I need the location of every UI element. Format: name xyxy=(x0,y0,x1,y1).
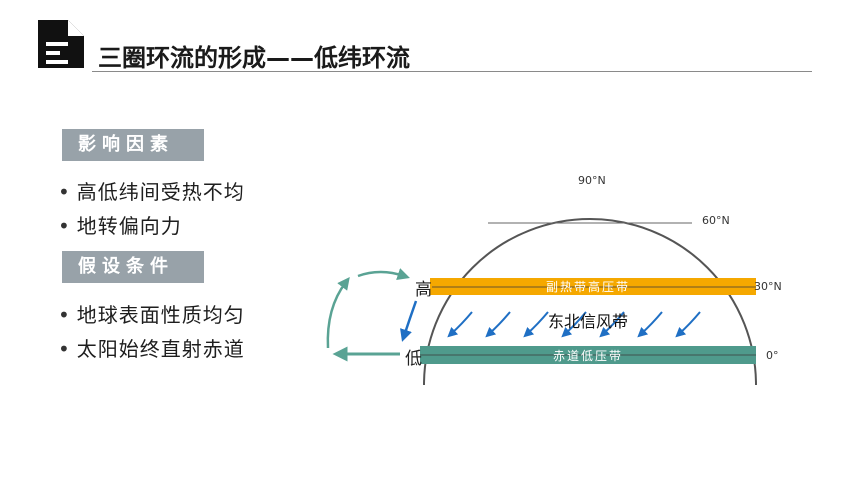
trade-wind-arrow xyxy=(637,311,663,338)
lat90-label: 90°N xyxy=(578,174,606,187)
header: 三圈环流的形成——低纬环流 xyxy=(0,0,860,80)
rising-air-arrow xyxy=(326,277,350,349)
low-label: 低 xyxy=(405,349,422,369)
trade-wind-label: 东北信风带 xyxy=(548,312,628,331)
trade-wind-arrow xyxy=(447,311,473,338)
high-pressure-band xyxy=(430,278,756,295)
title-divider xyxy=(92,71,812,72)
trade-wind-arrow xyxy=(523,311,549,338)
trade-wind-arrows xyxy=(447,311,701,338)
descending-air-arrow xyxy=(400,300,418,342)
trade-wind-arrow xyxy=(675,311,701,338)
high-label: 高 xyxy=(415,280,432,300)
upper-flow-arrow xyxy=(357,268,410,280)
high-pressure-band-label: 副热带高压带 xyxy=(546,279,630,294)
lat30-label: 30°N xyxy=(754,280,782,293)
bullet-item: 地球表面性质均匀 xyxy=(58,299,245,328)
bullet-item: 地转偏向力 xyxy=(58,210,182,239)
trade-wind-arrow xyxy=(561,311,587,338)
low-pressure-band-label: 赤道低压带 xyxy=(553,349,623,363)
page-title: 三圈环流的形成——低纬环流 xyxy=(98,44,410,72)
document-icon xyxy=(38,20,84,68)
bullet-item: 高低纬间受热不均 xyxy=(58,176,245,205)
trade-wind-arrow xyxy=(485,311,511,338)
earth-outline xyxy=(423,218,757,386)
lat0-label: 0° xyxy=(766,349,779,362)
trade-wind-arrow xyxy=(599,311,625,338)
section-heading-assumptions: 假设条件 xyxy=(62,251,204,283)
bullet-item: 太阳始终直射赤道 xyxy=(58,333,245,362)
section-heading-factors: 影响因素 xyxy=(62,129,204,161)
lat60-label: 60°N xyxy=(702,214,730,227)
